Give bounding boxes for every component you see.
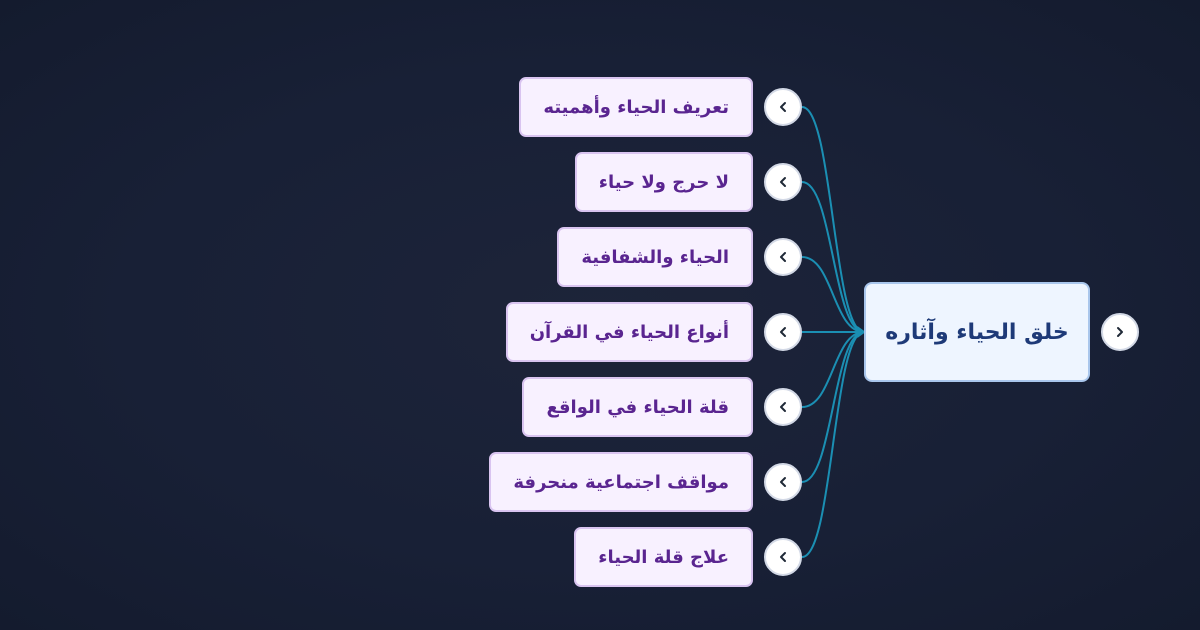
chevron-left-icon [780,252,786,262]
topic-label: الحياء والشفافية [581,246,729,268]
topic-label: علاج قلة الحياء [598,546,729,568]
chevron-left-icon [780,327,786,337]
topic-expand-toggle[interactable] [764,538,802,576]
root-node[interactable]: خلق الحياء وآثاره [864,282,1090,382]
chevron-left-icon [780,102,786,112]
topic-expand-toggle[interactable] [764,313,802,351]
topic-expand-toggle[interactable] [764,88,802,126]
topic-label: مواقف اجتماعية منحرفة [513,471,729,493]
chevron-left-icon [780,552,786,562]
topic-expand-toggle[interactable] [764,388,802,426]
chevron-left-icon [780,402,786,412]
connector-curve [801,331,865,558]
topic-node[interactable]: الحياء والشفافية [557,227,753,287]
topic-node[interactable]: تعريف الحياء وأهميته [519,77,753,137]
root-collapse-toggle[interactable] [1101,313,1139,351]
topic-label: لا حرج ولا حياء [598,171,729,193]
topic-node[interactable]: قلة الحياء في الواقع [522,377,753,437]
connector-curve [801,331,865,483]
topic-expand-toggle[interactable] [764,463,802,501]
chevron-right-icon [1117,327,1123,337]
topic-label: قلة الحياء في الواقع [546,396,729,418]
topic-expand-toggle[interactable] [764,238,802,276]
root-node-label: خلق الحياء وآثاره [885,319,1069,345]
topic-node[interactable]: أنواع الحياء في القرآن [505,302,753,362]
topic-node[interactable]: مواقف اجتماعية منحرفة [489,452,753,512]
chevron-left-icon [780,477,786,487]
connector-curve [801,256,865,333]
connector-arrowhead [856,326,866,338]
connector-curve [801,106,865,333]
topic-label: أنواع الحياء في القرآن [529,321,729,343]
topic-label: تعريف الحياء وأهميته [543,96,729,118]
chevron-left-icon [780,177,786,187]
topic-node[interactable]: لا حرج ولا حياء [574,152,753,212]
connector-curve [801,181,865,333]
topic-node[interactable]: علاج قلة الحياء [574,527,753,587]
connector-curve [801,331,865,408]
topic-expand-toggle[interactable] [764,163,802,201]
